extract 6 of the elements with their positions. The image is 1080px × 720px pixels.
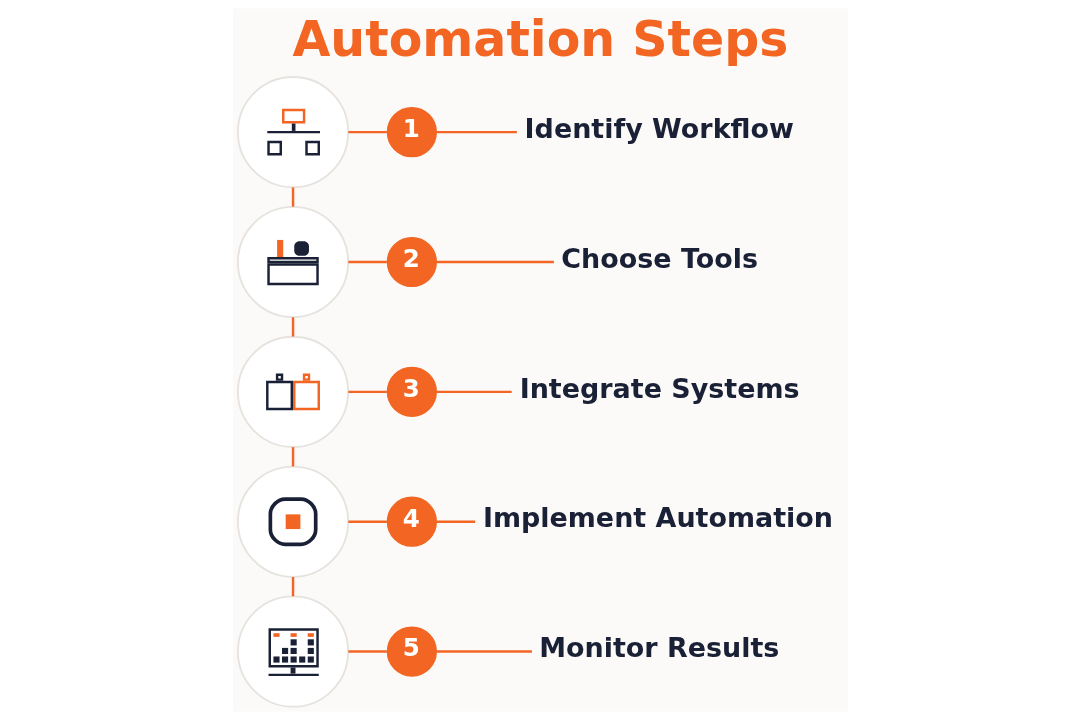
node-text: Identify Workflow xyxy=(524,112,794,144)
node-text: Choose Tools xyxy=(560,242,758,274)
node-text: Implement Automation xyxy=(482,502,833,534)
diagram-title: Automation Steps xyxy=(291,11,788,69)
node-text: Monitor Results xyxy=(538,632,779,664)
node-text: Integrate Systems xyxy=(519,372,800,404)
